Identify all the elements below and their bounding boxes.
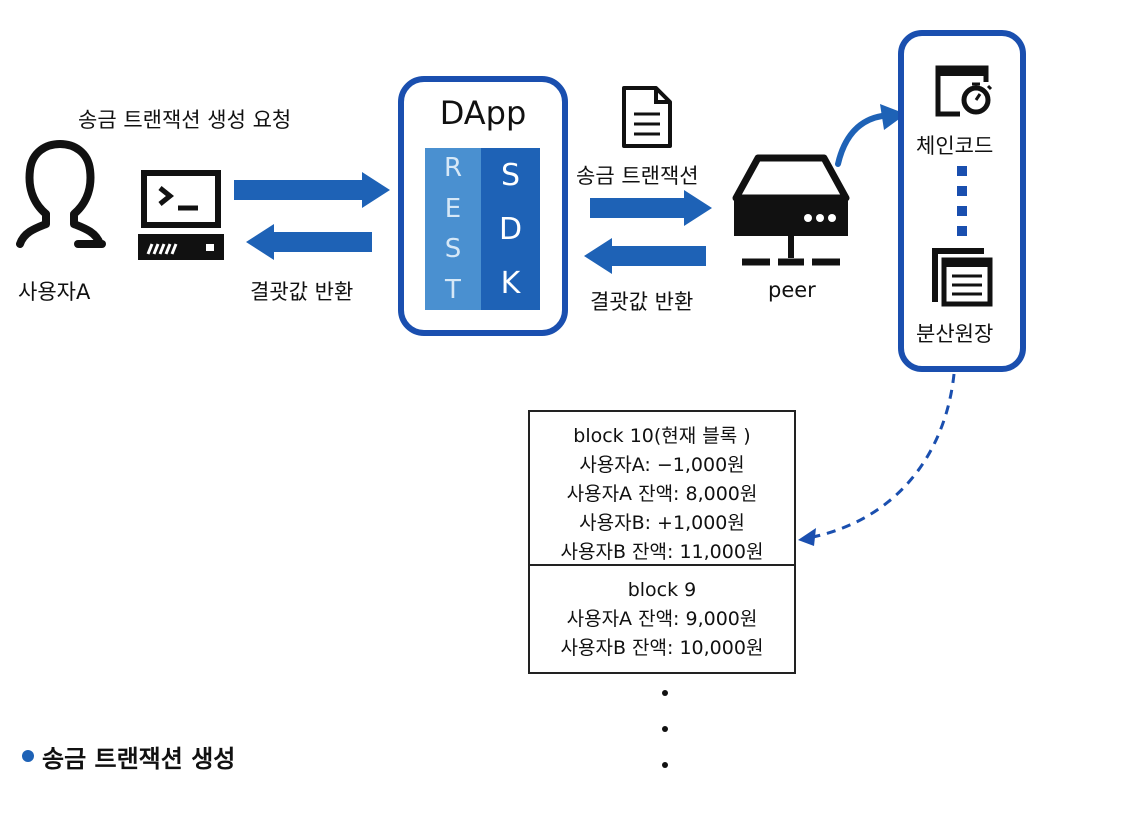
ledger-label: 분산원장 (916, 322, 994, 346)
result-left-label: 결괏값 반환 (250, 280, 354, 304)
block-previous: block 9 사용자A 잔액: 9,000원 사용자B 잔액: 10,000원 (528, 564, 796, 674)
block-line: 사용자B 잔액: 11,000원 (560, 541, 764, 563)
continuation-dot (662, 690, 668, 696)
document-icon (622, 86, 672, 148)
bullet-dot (22, 750, 34, 762)
user-label: 사용자A (18, 280, 91, 304)
request-arrow (234, 172, 390, 208)
sdk-column: S D K (481, 148, 540, 310)
user-icon (16, 140, 106, 248)
connector-square (957, 186, 967, 196)
block-current: block 10(현재 블록 ) 사용자A: −1,000원 사용자A 잔액: … (528, 410, 796, 566)
rest-letter: S (444, 234, 462, 265)
chaincode-icon (935, 65, 993, 117)
block-line: block 10(현재 블록 ) (573, 425, 751, 447)
peer-node-box (898, 30, 1026, 372)
result-arrow-right (584, 238, 706, 274)
tx-arrow (590, 190, 712, 226)
rest-column: R E S T (425, 148, 481, 310)
server-icon (732, 154, 850, 266)
terminal-icon (138, 170, 224, 260)
block-line: block 9 (627, 579, 697, 601)
block-line: 사용자B 잔액: 10,000원 (560, 637, 764, 659)
invoke-arrow (835, 104, 906, 167)
continuation-dot (662, 726, 668, 732)
sdk-letter: D (498, 211, 523, 247)
sdk-letter: K (500, 265, 521, 301)
dapp-title: DApp (439, 94, 527, 132)
continuation-dot (662, 762, 668, 768)
request-label: 송금 트랜잭션 생성 요청 (78, 108, 292, 132)
tx-label: 송금 트랜잭션 (576, 164, 699, 188)
block-line: 사용자A 잔액: 9,000원 (566, 608, 758, 630)
peer-label: peer (768, 278, 816, 302)
rest-letter: T (445, 274, 461, 305)
result-right-label: 결괏값 반환 (590, 290, 694, 314)
rest-letter: E (444, 193, 462, 224)
connector-square (957, 206, 967, 216)
chaincode-label: 체인코드 (916, 134, 994, 158)
ledger-dashed-arrow (798, 373, 956, 546)
caption: 송금 트랜잭션 생성 (42, 745, 236, 773)
block-line: 사용자B: +1,000원 (579, 512, 745, 534)
block-line: 사용자A: −1,000원 (579, 454, 745, 476)
rest-letter: R (443, 153, 463, 184)
connector-square (957, 166, 967, 176)
ledger-icon (932, 248, 993, 307)
block-line: 사용자A 잔액: 8,000원 (566, 483, 758, 505)
result-arrow-left (246, 224, 372, 260)
sdk-letter: S (500, 157, 521, 193)
connector-square (957, 226, 967, 236)
